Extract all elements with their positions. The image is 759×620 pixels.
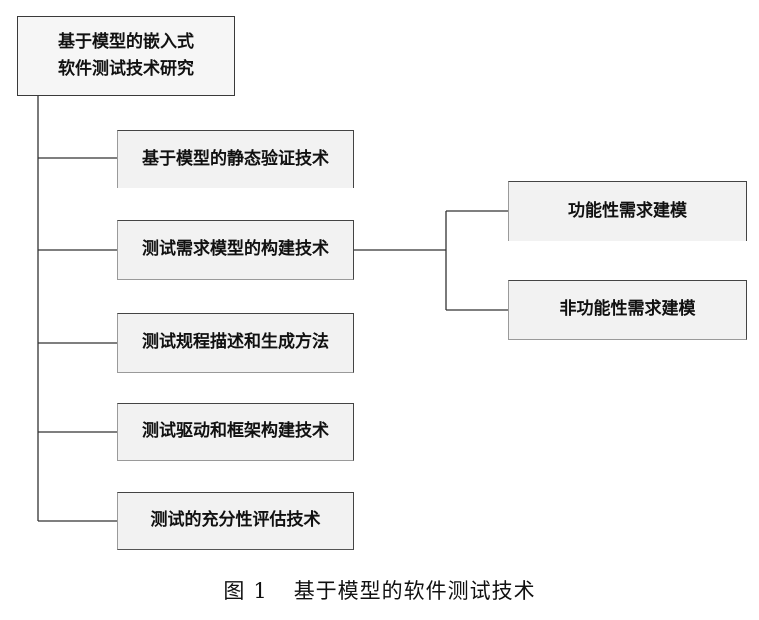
sub-branch-nonfunctional-requirements: 非功能性需求建模 bbox=[508, 280, 747, 340]
branch-label: 测试驱动和框架构建技术 bbox=[142, 421, 329, 442]
branch-label: 测试的充分性评估技术 bbox=[150, 510, 321, 531]
sub-branch-functional-requirements: 功能性需求建模 bbox=[508, 181, 747, 241]
branch-test-driver-framework: 测试驱动和框架构建技术 bbox=[117, 403, 354, 461]
root-title-line1: 基于模型的嵌入式 bbox=[58, 31, 194, 52]
caption-figure-word: 图 bbox=[223, 579, 246, 603]
sub-branch-label: 非功能性需求建模 bbox=[559, 299, 696, 320]
sub-branch-label: 功能性需求建模 bbox=[568, 200, 687, 221]
root-title-line2: 软件测试技术研究 bbox=[58, 59, 194, 79]
caption-figure-number: 1 bbox=[253, 579, 268, 603]
branch-static-verification: 基于模型的静态验证技术 bbox=[117, 130, 354, 188]
branch-adequacy-evaluation: 测试的充分性评估技术 bbox=[117, 492, 354, 550]
branch-requirements-model: 测试需求模型的构建技术 bbox=[117, 220, 354, 280]
root-node: 基于模型的嵌入式 软件测试技术研究 bbox=[17, 16, 235, 96]
branch-test-procedure: 测试规程描述和生成方法 bbox=[117, 313, 354, 373]
branch-label: 测试需求模型的构建技术 bbox=[142, 239, 329, 260]
caption-title: 基于模型的软件测试技术 bbox=[293, 579, 536, 603]
branch-label: 基于模型的静态验证技术 bbox=[142, 148, 329, 169]
branch-label: 测试规程描述和生成方法 bbox=[142, 332, 329, 353]
